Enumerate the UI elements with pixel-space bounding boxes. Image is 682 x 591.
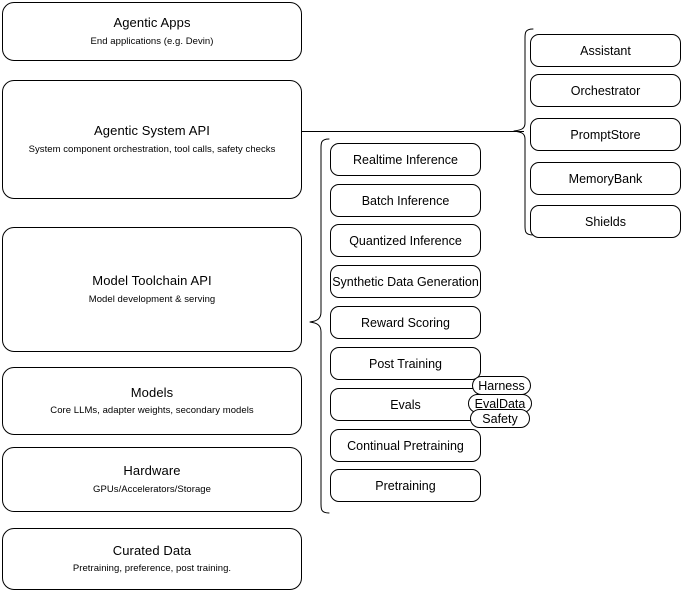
capability-label: Batch Inference	[361, 193, 450, 208]
layer-curated-data[interactable]: Curated Data Pretraining, preference, po…	[2, 528, 302, 590]
capability-label: Reward Scoring	[361, 315, 450, 330]
capability-realtime-inference[interactable]: Realtime Inference	[330, 143, 481, 176]
layer-title: Model Toolchain API	[92, 273, 212, 289]
evals-tag-safety[interactable]: Safety	[470, 409, 530, 428]
capability-pretraining[interactable]: Pretraining	[330, 469, 481, 502]
capability-label: Realtime Inference	[353, 152, 458, 167]
capability-label: Quantized Inference	[349, 233, 462, 248]
component-orchestrator[interactable]: Orchestrator	[530, 74, 681, 107]
layer-subtitle: End applications (e.g. Devin)	[90, 35, 214, 47]
layer-title: Agentic System API	[94, 123, 210, 139]
capability-reward-scoring[interactable]: Reward Scoring	[330, 306, 481, 339]
capability-label: Evals	[390, 397, 421, 412]
connector-system-api-to-right-column	[302, 131, 524, 132]
layer-subtitle: Core LLMs, adapter weights, secondary mo…	[50, 405, 254, 417]
component-label: Assistant	[580, 43, 631, 58]
brace-system-column	[513, 28, 534, 236]
evals-tag-label: EvalData	[474, 396, 526, 411]
capability-quantized-inference[interactable]: Quantized Inference	[330, 224, 481, 257]
capability-label: Continual Pretraining	[347, 438, 464, 453]
layer-subtitle: GPUs/Accelerators/Storage	[93, 483, 211, 495]
component-assistant[interactable]: Assistant	[530, 34, 681, 67]
layer-title: Hardware	[123, 463, 181, 479]
component-label: Orchestrator	[570, 83, 641, 98]
capability-evals[interactable]: Evals	[330, 388, 481, 421]
layer-subtitle: Pretraining, preference, post training.	[72, 563, 232, 575]
component-shields[interactable]: Shields	[530, 205, 681, 238]
evals-tag-label: Harness	[478, 378, 525, 393]
evals-tag-harness[interactable]: Harness	[472, 376, 531, 395]
component-label: Shields	[585, 214, 626, 229]
capability-label: Synthetic Data Generation	[332, 274, 479, 289]
component-memorybank[interactable]: MemoryBank	[530, 162, 681, 195]
layer-agentic-apps[interactable]: Agentic Apps End applications (e.g. Devi…	[2, 2, 302, 61]
layer-title: Agentic Apps	[113, 15, 191, 31]
capability-batch-inference[interactable]: Batch Inference	[330, 184, 481, 217]
capability-synthetic-data-generation[interactable]: Synthetic Data Generation	[330, 265, 481, 298]
component-label: MemoryBank	[568, 171, 643, 186]
evals-tag-label: Safety	[482, 411, 518, 426]
capability-continual-pretraining[interactable]: Continual Pretraining	[330, 429, 481, 462]
layer-title: Curated Data	[112, 542, 192, 558]
capability-post-training[interactable]: Post Training	[330, 347, 481, 380]
layer-hardware[interactable]: Hardware GPUs/Accelerators/Storage	[2, 447, 302, 512]
layer-model-toolchain-api[interactable]: Model Toolchain API Model development & …	[2, 227, 302, 352]
layer-subtitle: System component orchestration, tool cal…	[28, 143, 276, 155]
capability-label: Post Training	[369, 356, 442, 371]
brace-toolchain-column	[309, 138, 330, 514]
layer-subtitle: Model development & serving	[88, 293, 216, 305]
capability-label: Pretraining	[375, 478, 436, 493]
component-promptstore[interactable]: PromptStore	[530, 118, 681, 151]
layer-models[interactable]: Models Core LLMs, adapter weights, secon…	[2, 367, 302, 435]
component-label: PromptStore	[570, 127, 641, 142]
layer-agentic-system-api[interactable]: Agentic System API System component orch…	[2, 80, 302, 199]
layer-title: Models	[130, 384, 174, 400]
